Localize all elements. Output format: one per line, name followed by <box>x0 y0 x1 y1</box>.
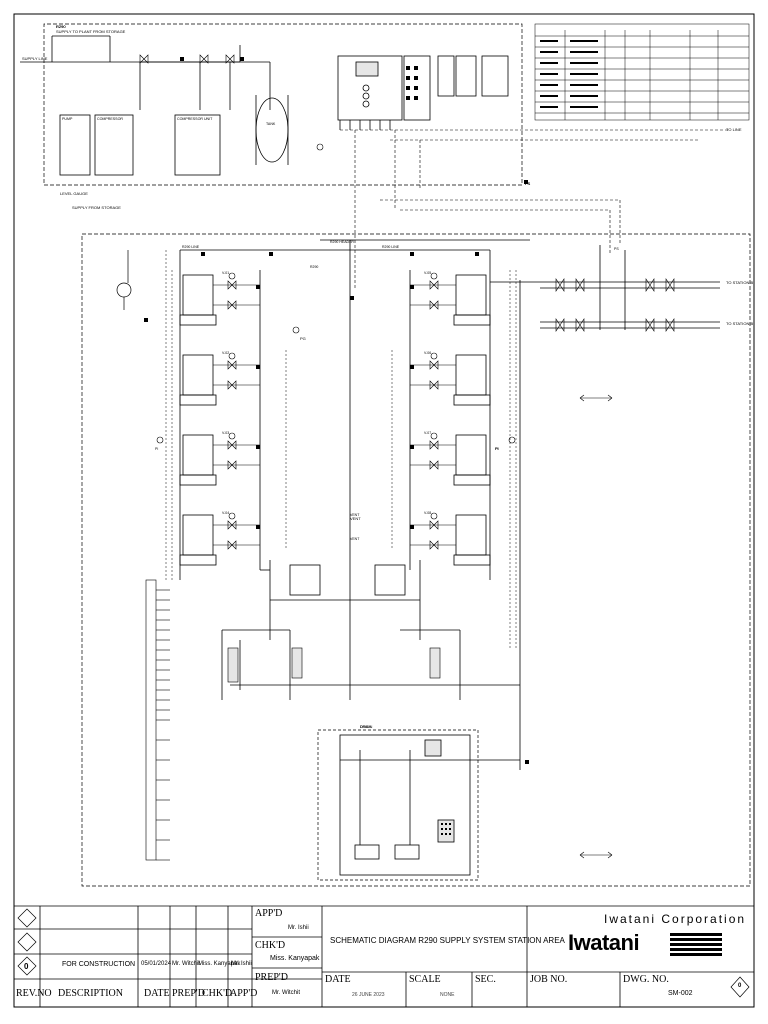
top-left-notes: R290 SUPPLY TO PLANT FROM STORAGE SUPPLY… <box>22 24 126 210</box>
sheet-border <box>13 13 755 1008</box>
rev-prepd: Mr. Witchit <box>172 961 200 967</box>
rev-number: 0 <box>24 962 29 971</box>
svg-text:PS: PS <box>614 247 619 251</box>
cylinder-branch-lines <box>213 284 456 546</box>
label-to-line-top: TO LINE <box>726 127 742 132</box>
lower-pump-skid <box>339 734 520 876</box>
svg-text:R290 LINE: R290 LINE <box>182 245 200 249</box>
left-instrument-column <box>145 579 170 861</box>
svg-text:V-05: V-05 <box>424 271 431 275</box>
prepd-label: PREP'D <box>255 972 288 983</box>
filters <box>227 647 441 683</box>
rev-appd: Mr. Ishii <box>231 961 252 967</box>
svg-text:COMPRESSOR UNIT: COMPRESSOR UNIT <box>177 117 213 121</box>
label-vent: VENT <box>350 516 361 521</box>
svg-text:VENT: VENT <box>350 537 360 541</box>
svg-text:R290: R290 <box>56 24 66 29</box>
pressure-gauges <box>156 143 516 520</box>
svg-text:V-08: V-08 <box>424 511 431 515</box>
upper-dashed-boundary <box>43 23 751 887</box>
rev-date: 05/01/2024 <box>141 961 172 967</box>
svg-text:PUMP: PUMP <box>62 117 73 121</box>
signal-lines <box>340 129 730 290</box>
control-panel-indicators <box>406 66 418 100</box>
left-pump <box>116 250 132 310</box>
svg-text:PS: PS <box>525 182 530 186</box>
company-logo: Iwatani <box>568 930 640 955</box>
label-to-station-b-1: TO STATION B <box>726 280 754 285</box>
right-outlet-lines <box>490 245 720 330</box>
line-tags <box>144 57 529 764</box>
svg-text:V-02: V-02 <box>222 351 229 355</box>
date-label: DATE <box>325 974 351 985</box>
dwg-label: DWG. NO. <box>623 974 669 985</box>
boundary-arrows <box>579 394 613 859</box>
svg-text:SUPPLY FROM STORAGE: SUPPLY FROM STORAGE <box>72 205 121 210</box>
pump-skid-grid <box>441 823 451 835</box>
header-appd: APP'D <box>230 988 258 999</box>
equipment-table <box>534 23 750 121</box>
label-r290: R290 <box>56 24 66 29</box>
drawing-title: SCHEMATIC DIAGRAM R290 SUPPLY SYSTEM STA… <box>330 936 565 945</box>
header-date: DATE <box>144 988 170 999</box>
label-to-station-b-2: TO STATION B <box>726 321 754 326</box>
svg-text:V-06: V-06 <box>424 351 431 355</box>
header-description: DESCRIPTION <box>58 988 124 999</box>
svg-text:VENT: VENT <box>350 513 360 517</box>
sec-label: SEC. <box>475 974 496 985</box>
svg-text:LEVEL GAUGE: LEVEL GAUGE <box>60 191 88 196</box>
prepd-name: Mr. Witchit <box>272 990 300 996</box>
rev-description: FOR CONSTRUCTION <box>62 961 136 968</box>
right-cylinder-rack <box>453 274 491 566</box>
svg-text:PI: PI <box>495 447 498 451</box>
valve-symbols <box>139 54 439 550</box>
sheet-mark: 0 <box>738 983 742 989</box>
chkd-name: Miss. Kanyapak <box>270 955 320 962</box>
header-chkd: CHK'D <box>202 988 233 999</box>
svg-text:PI: PI <box>155 447 158 451</box>
appd-label: APP'D <box>255 908 283 919</box>
chkd-label: CHK'D <box>255 940 286 951</box>
svg-text:R290: R290 <box>310 265 318 269</box>
revision-diamonds <box>17 908 750 998</box>
header-rev-no: REV.NO <box>16 988 52 999</box>
svg-text:R290 HEADER: R290 HEADER <box>330 240 354 244</box>
svg-text:V-04: V-04 <box>222 511 229 515</box>
top-supply-lines <box>20 35 271 110</box>
rev-chkd: Miss. Kanyapak <box>198 961 241 967</box>
label-pi: PI <box>495 446 499 451</box>
main-headers <box>179 239 530 700</box>
logo-stripes <box>670 933 722 956</box>
left-cylinder-rack <box>179 274 217 566</box>
pipe-labels: V-01V-02 V-03V-04 V-05V-06 V-07V-08 R290… <box>155 182 619 729</box>
svg-text:DRAIN: DRAIN <box>360 725 371 729</box>
appd-name: Mr. Ishii <box>288 925 309 931</box>
central-manifold <box>221 280 521 770</box>
svg-text:R290 LINE: R290 LINE <box>382 245 400 249</box>
svg-text:TANK: TANK <box>266 122 276 126</box>
equipment-table-placeholders <box>540 40 598 108</box>
svg-text:SUPPLY LINE: SUPPLY LINE <box>22 56 48 61</box>
top-left-tanks <box>59 95 289 176</box>
label-drain: DRAIN <box>360 724 373 729</box>
drawing-date: 26 JUNE 2023 <box>352 992 385 998</box>
scale-label: SCALE <box>409 974 441 985</box>
header-prepd: PREP'D <box>172 988 205 999</box>
svg-text:COMPRESSOR: COMPRESSOR <box>97 117 123 121</box>
label-pg: PG <box>300 336 306 341</box>
company-name: Iwatani Corporation <box>604 912 747 926</box>
right-outlet-valves <box>555 278 675 332</box>
svg-text:V-07: V-07 <box>424 431 431 435</box>
job-label: JOB NO. <box>530 974 568 985</box>
label-ps: PS <box>525 181 531 186</box>
drawing-scale: NONE <box>440 992 455 998</box>
dwg-number: SM-002 <box>668 990 693 997</box>
svg-text:SUPPLY TO PLANT FROM STORAGE: SUPPLY TO PLANT FROM STORAGE <box>56 29 126 34</box>
svg-text:V-01: V-01 <box>222 271 229 275</box>
control-panel <box>337 55 509 130</box>
svg-text:V-03: V-03 <box>222 431 229 435</box>
